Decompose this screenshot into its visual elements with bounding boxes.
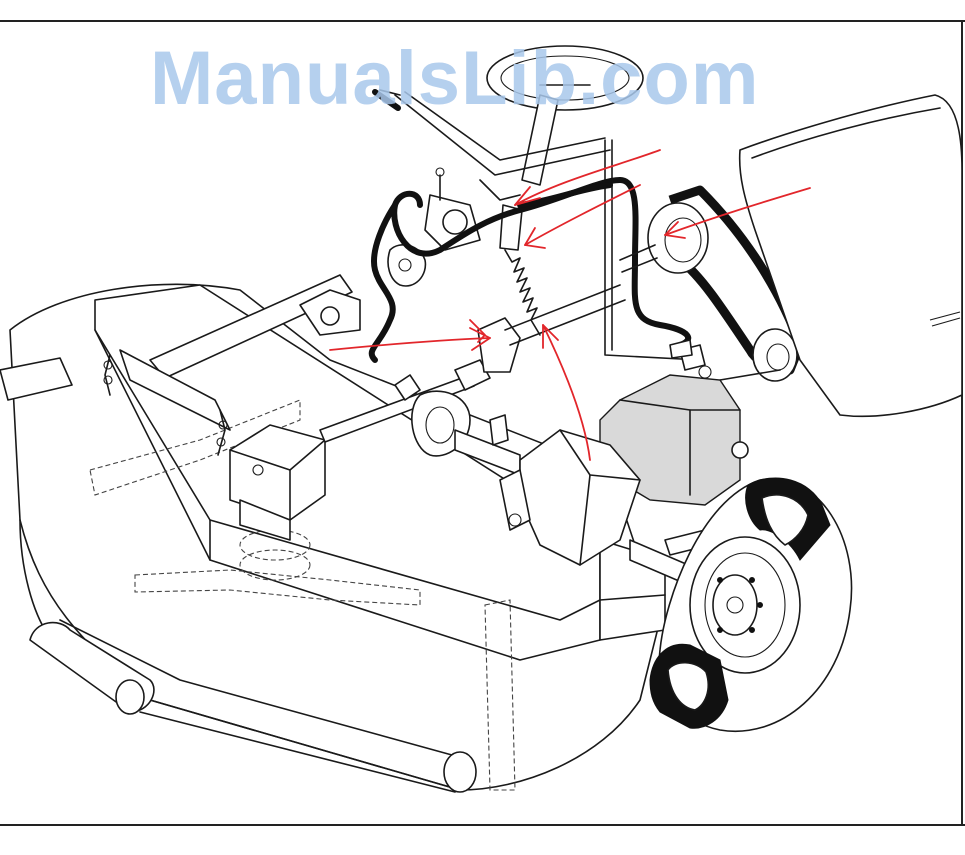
deck-gearbox <box>229 424 326 541</box>
red-annotations <box>329 149 811 461</box>
seat-pan <box>738 94 963 418</box>
frame-bottom-border <box>0 824 965 826</box>
steering-assembly <box>372 45 701 361</box>
frame-right-border <box>961 20 963 826</box>
watermark-text: ManualsLib.com <box>150 36 760 121</box>
belt-drive <box>619 185 805 382</box>
hidden-blade-outlines <box>89 399 516 791</box>
frame-top-border <box>0 20 965 22</box>
mower-deck <box>0 283 666 793</box>
rear-wheel <box>649 477 853 733</box>
deck-hitch-frame <box>103 274 361 456</box>
control-cable <box>368 177 692 363</box>
